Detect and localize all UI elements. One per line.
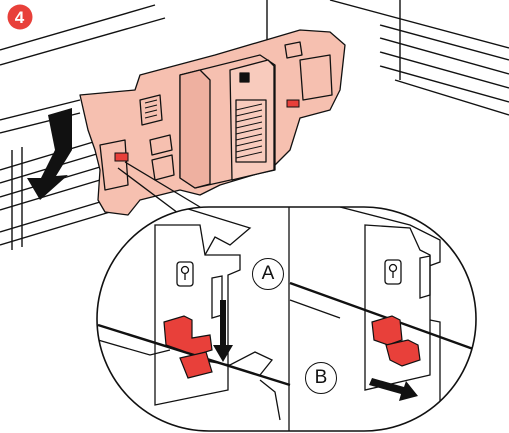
latch-a [163,315,213,379]
step-number: 4 [14,7,25,27]
arrow-down-icon [213,300,233,362]
latch-small-left [114,152,129,162]
step-badge-circle [7,4,33,30]
zoom-lens [96,206,477,432]
push-arrow [27,108,72,200]
callout-a: A [252,258,284,290]
arrow-right-icon [369,378,418,401]
latch-small-right [286,99,300,108]
carrier-unit [79,29,346,216]
latch-b [371,315,421,367]
callout-b: B [305,362,337,394]
